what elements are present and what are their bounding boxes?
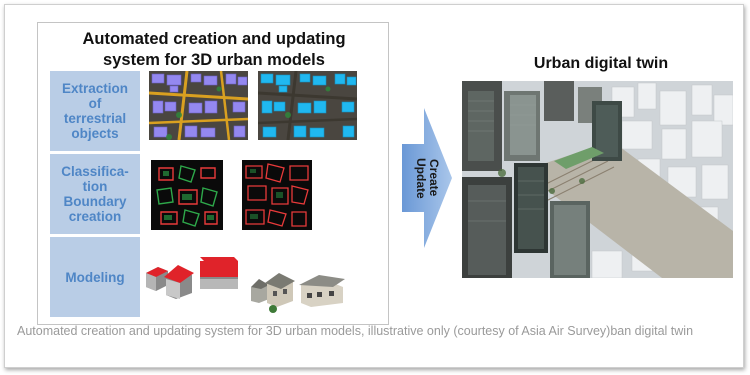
create-update-arrow-label: Create Update — [414, 157, 441, 199]
urban-digital-twin-image — [462, 81, 733, 278]
figure-caption: Automated creation and updating system f… — [17, 324, 694, 338]
figure-frame: Automated creation and updating system f… — [4, 4, 744, 368]
classification-map-image — [151, 160, 223, 230]
create-update-arrow-label-box: Create Update — [403, 145, 451, 211]
urban-digital-twin-title: Urban digital twin — [533, 55, 669, 72]
stage-classification-label: Classifica- tion Boundary creation — [50, 154, 140, 234]
create-update-arrow-shape — [402, 108, 452, 248]
aerial-cyan-roofs-image — [258, 71, 357, 140]
aerial-purple-roofs-image — [149, 71, 248, 140]
textured-house-models-image — [249, 263, 349, 318]
red-roof-models-image — [144, 251, 244, 301]
stage-modeling-label: Modeling — [50, 237, 140, 317]
automated-system-title: Automated creation and updating system f… — [82, 30, 346, 69]
boundary-creation-image — [242, 160, 312, 230]
automated-system-panel: Automated creation and updating system f… — [37, 22, 389, 325]
stage-extraction-label: Extraction of terrestrial objects — [50, 71, 140, 151]
